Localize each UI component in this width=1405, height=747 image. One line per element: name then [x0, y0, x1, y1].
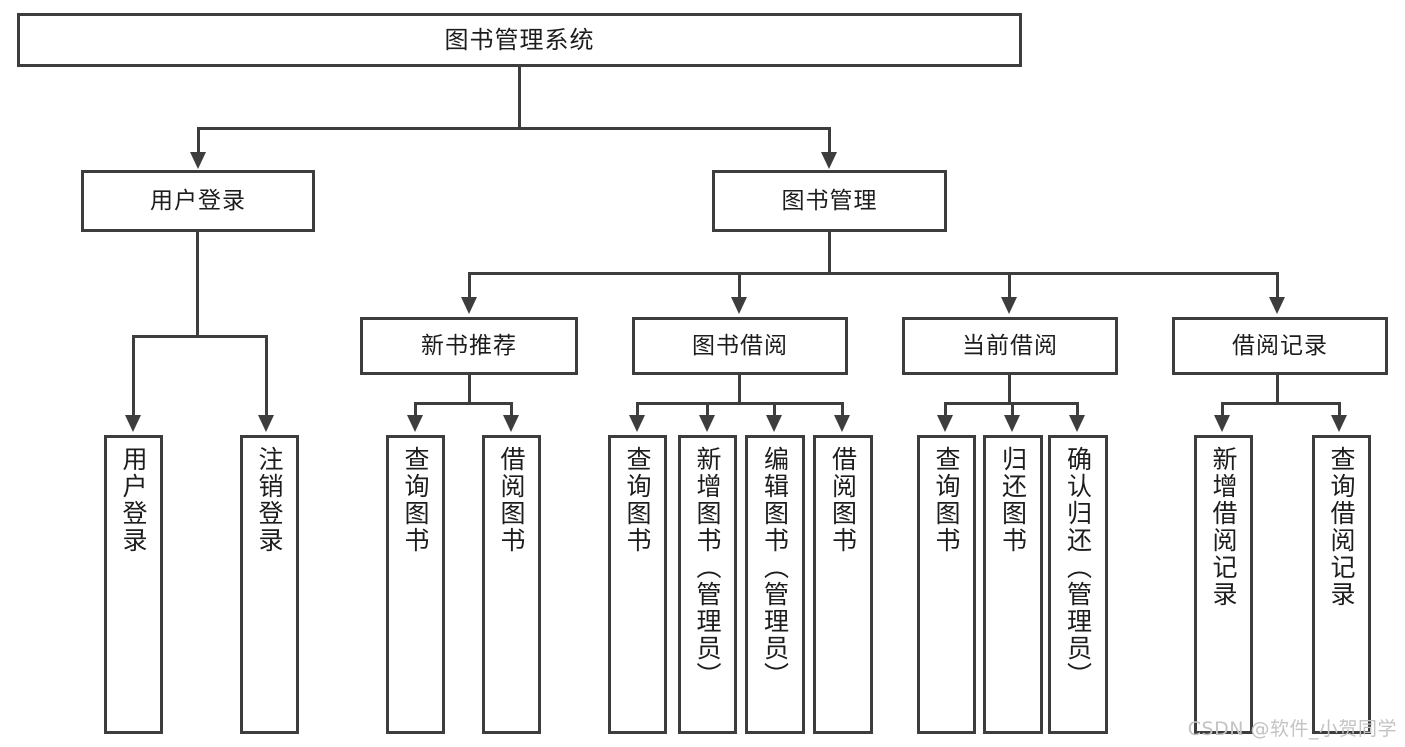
connector-br-leaf1	[1221, 402, 1224, 417]
leaf-add-book-admin[interactable]: 新增图书（管理员）	[678, 435, 737, 734]
node-label: 查询图书	[932, 446, 961, 554]
node-label: 确认归还（管理员）	[1063, 446, 1093, 689]
connector-user-login-stem	[196, 232, 199, 335]
node-book-management[interactable]: 图书管理	[712, 170, 947, 232]
node-label: 新书推荐	[421, 332, 517, 359]
connector-user-login-leaf1	[132, 335, 135, 417]
leaf-edit-book-admin[interactable]: 编辑图书（管理员）	[745, 435, 805, 734]
connector-new-book-stem	[468, 375, 471, 402]
arrowhead-leaf-query-book-bb	[629, 415, 645, 432]
arrowhead-leaf-query-book-nb	[407, 415, 423, 432]
connector-bm-to-new-book	[468, 272, 471, 299]
connector-root-bus	[197, 127, 831, 130]
arrowhead-leaf-edit-book	[766, 415, 782, 432]
arrowhead-leaf-query-book-cb	[937, 415, 953, 432]
leaf-confirm-return-admin[interactable]: 确认归还（管理员）	[1048, 435, 1108, 734]
leaf-return-book[interactable]: 归还图书	[983, 435, 1043, 734]
node-label: 归还图书	[998, 446, 1028, 554]
connector-new-book-leaf2	[510, 402, 513, 417]
node-root-book-management-system[interactable]: 图书管理系统	[17, 13, 1022, 67]
node-label: 用户登录	[119, 446, 148, 554]
connector-cb-leaf3	[1076, 402, 1079, 417]
node-book-borrow[interactable]: 图书借阅	[632, 317, 848, 375]
connector-bm-to-book-borrow	[738, 272, 741, 299]
arrowhead-leaf-borrow-book-nb	[503, 415, 519, 432]
connector-bm-to-current-borrow	[1008, 272, 1011, 299]
connector-br-leaf2	[1338, 402, 1341, 417]
arrowhead-book-borrow	[731, 297, 747, 314]
connector-root-to-book-management	[828, 127, 831, 154]
connector-bb-leaf3	[773, 402, 776, 417]
connector-cb-leaf1	[944, 402, 947, 417]
node-borrow-record[interactable]: 借阅记录	[1172, 317, 1388, 375]
leaf-borrow-book[interactable]: 借阅图书	[813, 435, 873, 734]
leaf-borrow-book-new[interactable]: 借阅图书	[482, 435, 541, 734]
node-new-book-recommend[interactable]: 新书推荐	[360, 317, 578, 375]
connector-bb-leaf2	[706, 402, 709, 417]
node-label: 查询图书	[401, 446, 430, 554]
node-label: 图书借阅	[692, 332, 788, 359]
node-user-login[interactable]: 用户登录	[81, 170, 315, 232]
leaf-query-book-current[interactable]: 查询图书	[917, 435, 976, 734]
node-label: 借阅记录	[1232, 332, 1328, 359]
node-label: 查询借阅记录	[1327, 446, 1356, 608]
connector-new-book-bus	[414, 402, 512, 405]
arrowhead-leaf-logout	[258, 415, 274, 432]
connector-bb-leaf4	[841, 402, 844, 417]
arrowhead-current-borrow	[1001, 297, 1017, 314]
arrowhead-leaf-confirm-return	[1069, 415, 1085, 432]
csdn-watermark: CSDN @软件_小贺同学	[1187, 718, 1397, 740]
connector-user-login-leaf2	[265, 335, 268, 417]
arrowhead-user-login	[190, 152, 206, 169]
arrowhead-leaf-add-book	[699, 415, 715, 432]
arrowhead-leaf-add-record	[1214, 415, 1230, 432]
arrowhead-book-management	[821, 152, 837, 169]
arrowhead-borrow-record	[1269, 297, 1285, 314]
leaf-query-book-new[interactable]: 查询图书	[386, 435, 445, 734]
leaf-add-borrow-record[interactable]: 新增借阅记录	[1194, 435, 1253, 734]
node-label: 借阅图书	[497, 446, 526, 554]
connector-book-borrow-stem	[738, 375, 741, 402]
node-label: 查询图书	[623, 446, 652, 554]
node-label: 图书管理	[781, 187, 878, 214]
node-label: 新增借阅记录	[1209, 446, 1238, 608]
node-label: 当前借阅	[962, 332, 1058, 359]
node-label: 图书管理系统	[444, 26, 595, 54]
leaf-logout[interactable]: 注销登录	[240, 435, 299, 734]
connector-book-management-bus	[468, 272, 1279, 275]
connector-book-borrow-bus	[636, 402, 843, 405]
leaf-user-login[interactable]: 用户登录	[104, 435, 163, 734]
node-label: 新增图书（管理员）	[693, 446, 722, 689]
connector-current-borrow-stem	[1008, 375, 1011, 402]
arrowhead-leaf-borrow-book-bb	[834, 415, 850, 432]
connector-current-borrow-bus	[944, 402, 1077, 405]
connector-user-login-bus	[132, 335, 267, 338]
connector-book-management-stem	[828, 232, 831, 272]
arrowhead-leaf-user-login	[125, 415, 141, 432]
connector-borrow-record-stem	[1276, 375, 1279, 402]
connector-cb-leaf2	[1011, 402, 1014, 417]
arrowhead-leaf-return-book	[1004, 415, 1020, 432]
node-label: 用户登录	[150, 187, 246, 214]
node-label: 借阅图书	[828, 446, 858, 554]
arrowhead-leaf-query-record	[1331, 415, 1347, 432]
connector-bb-leaf1	[636, 402, 639, 417]
connector-bm-to-borrow-record	[1276, 272, 1279, 299]
connector-borrow-record-bus	[1221, 402, 1341, 405]
leaf-query-borrow-record[interactable]: 查询借阅记录	[1312, 435, 1371, 734]
connector-root-stem	[518, 67, 521, 127]
node-current-borrow[interactable]: 当前借阅	[902, 317, 1118, 375]
connector-root-to-user-login	[197, 127, 200, 154]
connector-new-book-leaf1	[414, 402, 417, 417]
node-label: 注销登录	[255, 446, 284, 554]
arrowhead-new-book-recommend	[461, 297, 477, 314]
leaf-query-book-borrow[interactable]: 查询图书	[608, 435, 667, 734]
node-label: 编辑图书（管理员）	[760, 446, 790, 689]
